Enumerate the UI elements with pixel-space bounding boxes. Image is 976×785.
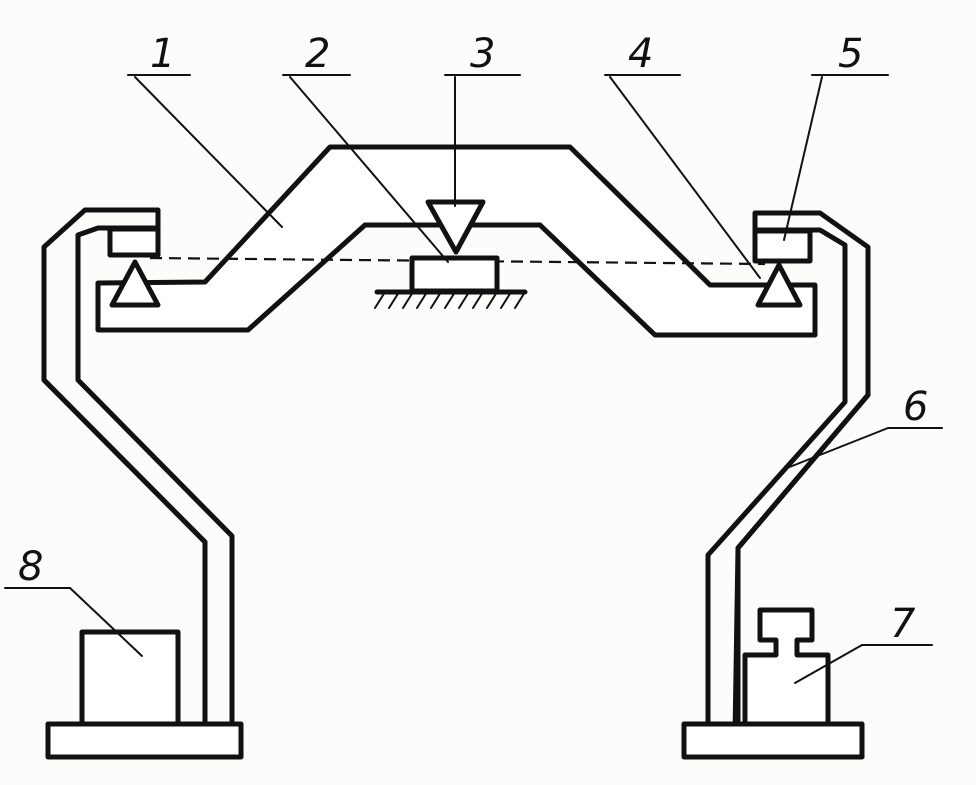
right-stop-block-5: [752, 228, 813, 264]
left-hanger-foot: [41, 377, 208, 727]
label-2: 2: [305, 31, 330, 77]
right-knife-edge-4: [755, 262, 803, 308]
label-5: 5: [838, 31, 863, 77]
right-base-plate: [681, 721, 865, 760]
right-hanger-foot: [735, 392, 871, 727]
label-7: 7: [890, 601, 916, 647]
left-base-plate: [45, 721, 244, 760]
label-1: 1: [150, 31, 175, 77]
beam-1: [95, 144, 818, 338]
box-8: [79, 629, 181, 727]
left-knife-edge: [109, 259, 161, 308]
label-4: 4: [628, 31, 653, 77]
ground-hatching: [374, 291, 526, 309]
weight-7: [742, 607, 831, 727]
support-block-2: [409, 255, 500, 294]
leader-lines: [4, 74, 943, 684]
label-8: 8: [18, 544, 43, 590]
label-6: 6: [903, 384, 928, 430]
label-3: 3: [470, 31, 495, 77]
left-stop-block: [107, 226, 161, 258]
